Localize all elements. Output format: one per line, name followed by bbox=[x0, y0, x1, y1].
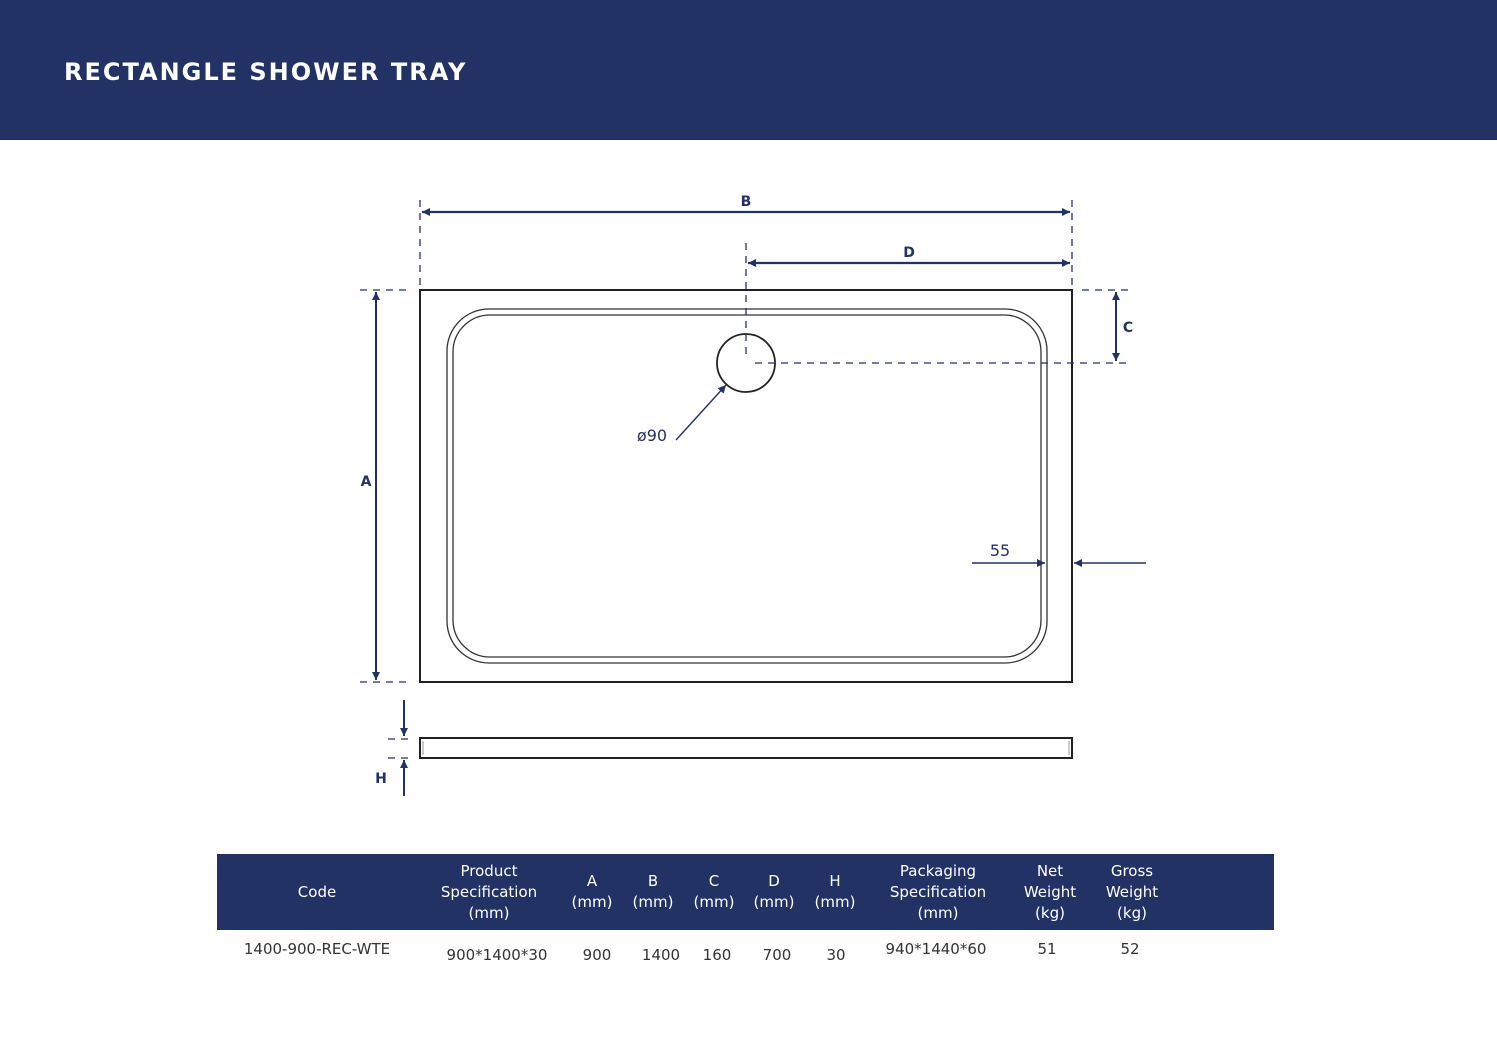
cell-code: 1400-900-REC-WTE bbox=[243, 940, 391, 958]
header-net-weight: Net Weight (kg) bbox=[1023, 861, 1077, 922]
dimension-a: A bbox=[361, 292, 380, 680]
header-banner: RECTANGLE SHOWER TRAY bbox=[0, 0, 1497, 140]
table-header: Code Product Specification (mm) A (mm) B… bbox=[217, 854, 1274, 930]
edge-width-callout: 55 bbox=[972, 541, 1146, 567]
svg-text:ø90: ø90 bbox=[637, 426, 667, 445]
cell-c: 160 bbox=[702, 946, 732, 964]
svg-text:D: D bbox=[903, 245, 915, 261]
header-product-spec: Product Specification (mm) bbox=[440, 861, 538, 922]
cell-net-weight: 51 bbox=[1037, 940, 1057, 958]
cell-b: 1400 bbox=[641, 946, 681, 964]
waste-diameter-callout: ø90 bbox=[637, 384, 727, 445]
header-code: Code bbox=[297, 882, 337, 901]
cell-product-spec: 900*1400*30 bbox=[446, 946, 548, 964]
svg-text:H: H bbox=[375, 771, 387, 787]
cell-a: 900 bbox=[582, 946, 612, 964]
extension-lines bbox=[360, 200, 1130, 759]
waste-outlet bbox=[716, 333, 776, 393]
cell-gross-weight: 52 bbox=[1120, 940, 1140, 958]
svg-text:55: 55 bbox=[990, 541, 1010, 560]
svg-text:B: B bbox=[741, 194, 752, 210]
tray-side-view bbox=[419, 737, 1073, 759]
dimension-b: B bbox=[422, 194, 1070, 216]
cell-h: 30 bbox=[826, 946, 846, 964]
dimension-h: H bbox=[375, 700, 408, 796]
dimension-c: C bbox=[1112, 292, 1133, 361]
svg-text:C: C bbox=[1123, 320, 1133, 336]
page-title: RECTANGLE SHOWER TRAY bbox=[64, 58, 468, 86]
svg-text:A: A bbox=[361, 474, 372, 490]
header-h: H (mm) bbox=[814, 872, 856, 911]
cell-d: 700 bbox=[762, 946, 792, 964]
header-c: C (mm) bbox=[693, 872, 735, 911]
tray-plan-view bbox=[419, 289, 1073, 683]
header-a: A (mm) bbox=[571, 872, 613, 911]
dimension-d: D bbox=[748, 245, 1070, 267]
header-d: D (mm) bbox=[753, 872, 795, 911]
header-packaging-spec: Packaging Specification (mm) bbox=[889, 861, 987, 922]
header-gross-weight: Gross Weight (kg) bbox=[1105, 861, 1159, 922]
cell-packaging-spec: 940*1440*60 bbox=[885, 940, 987, 958]
header-b: B (mm) bbox=[632, 872, 674, 911]
